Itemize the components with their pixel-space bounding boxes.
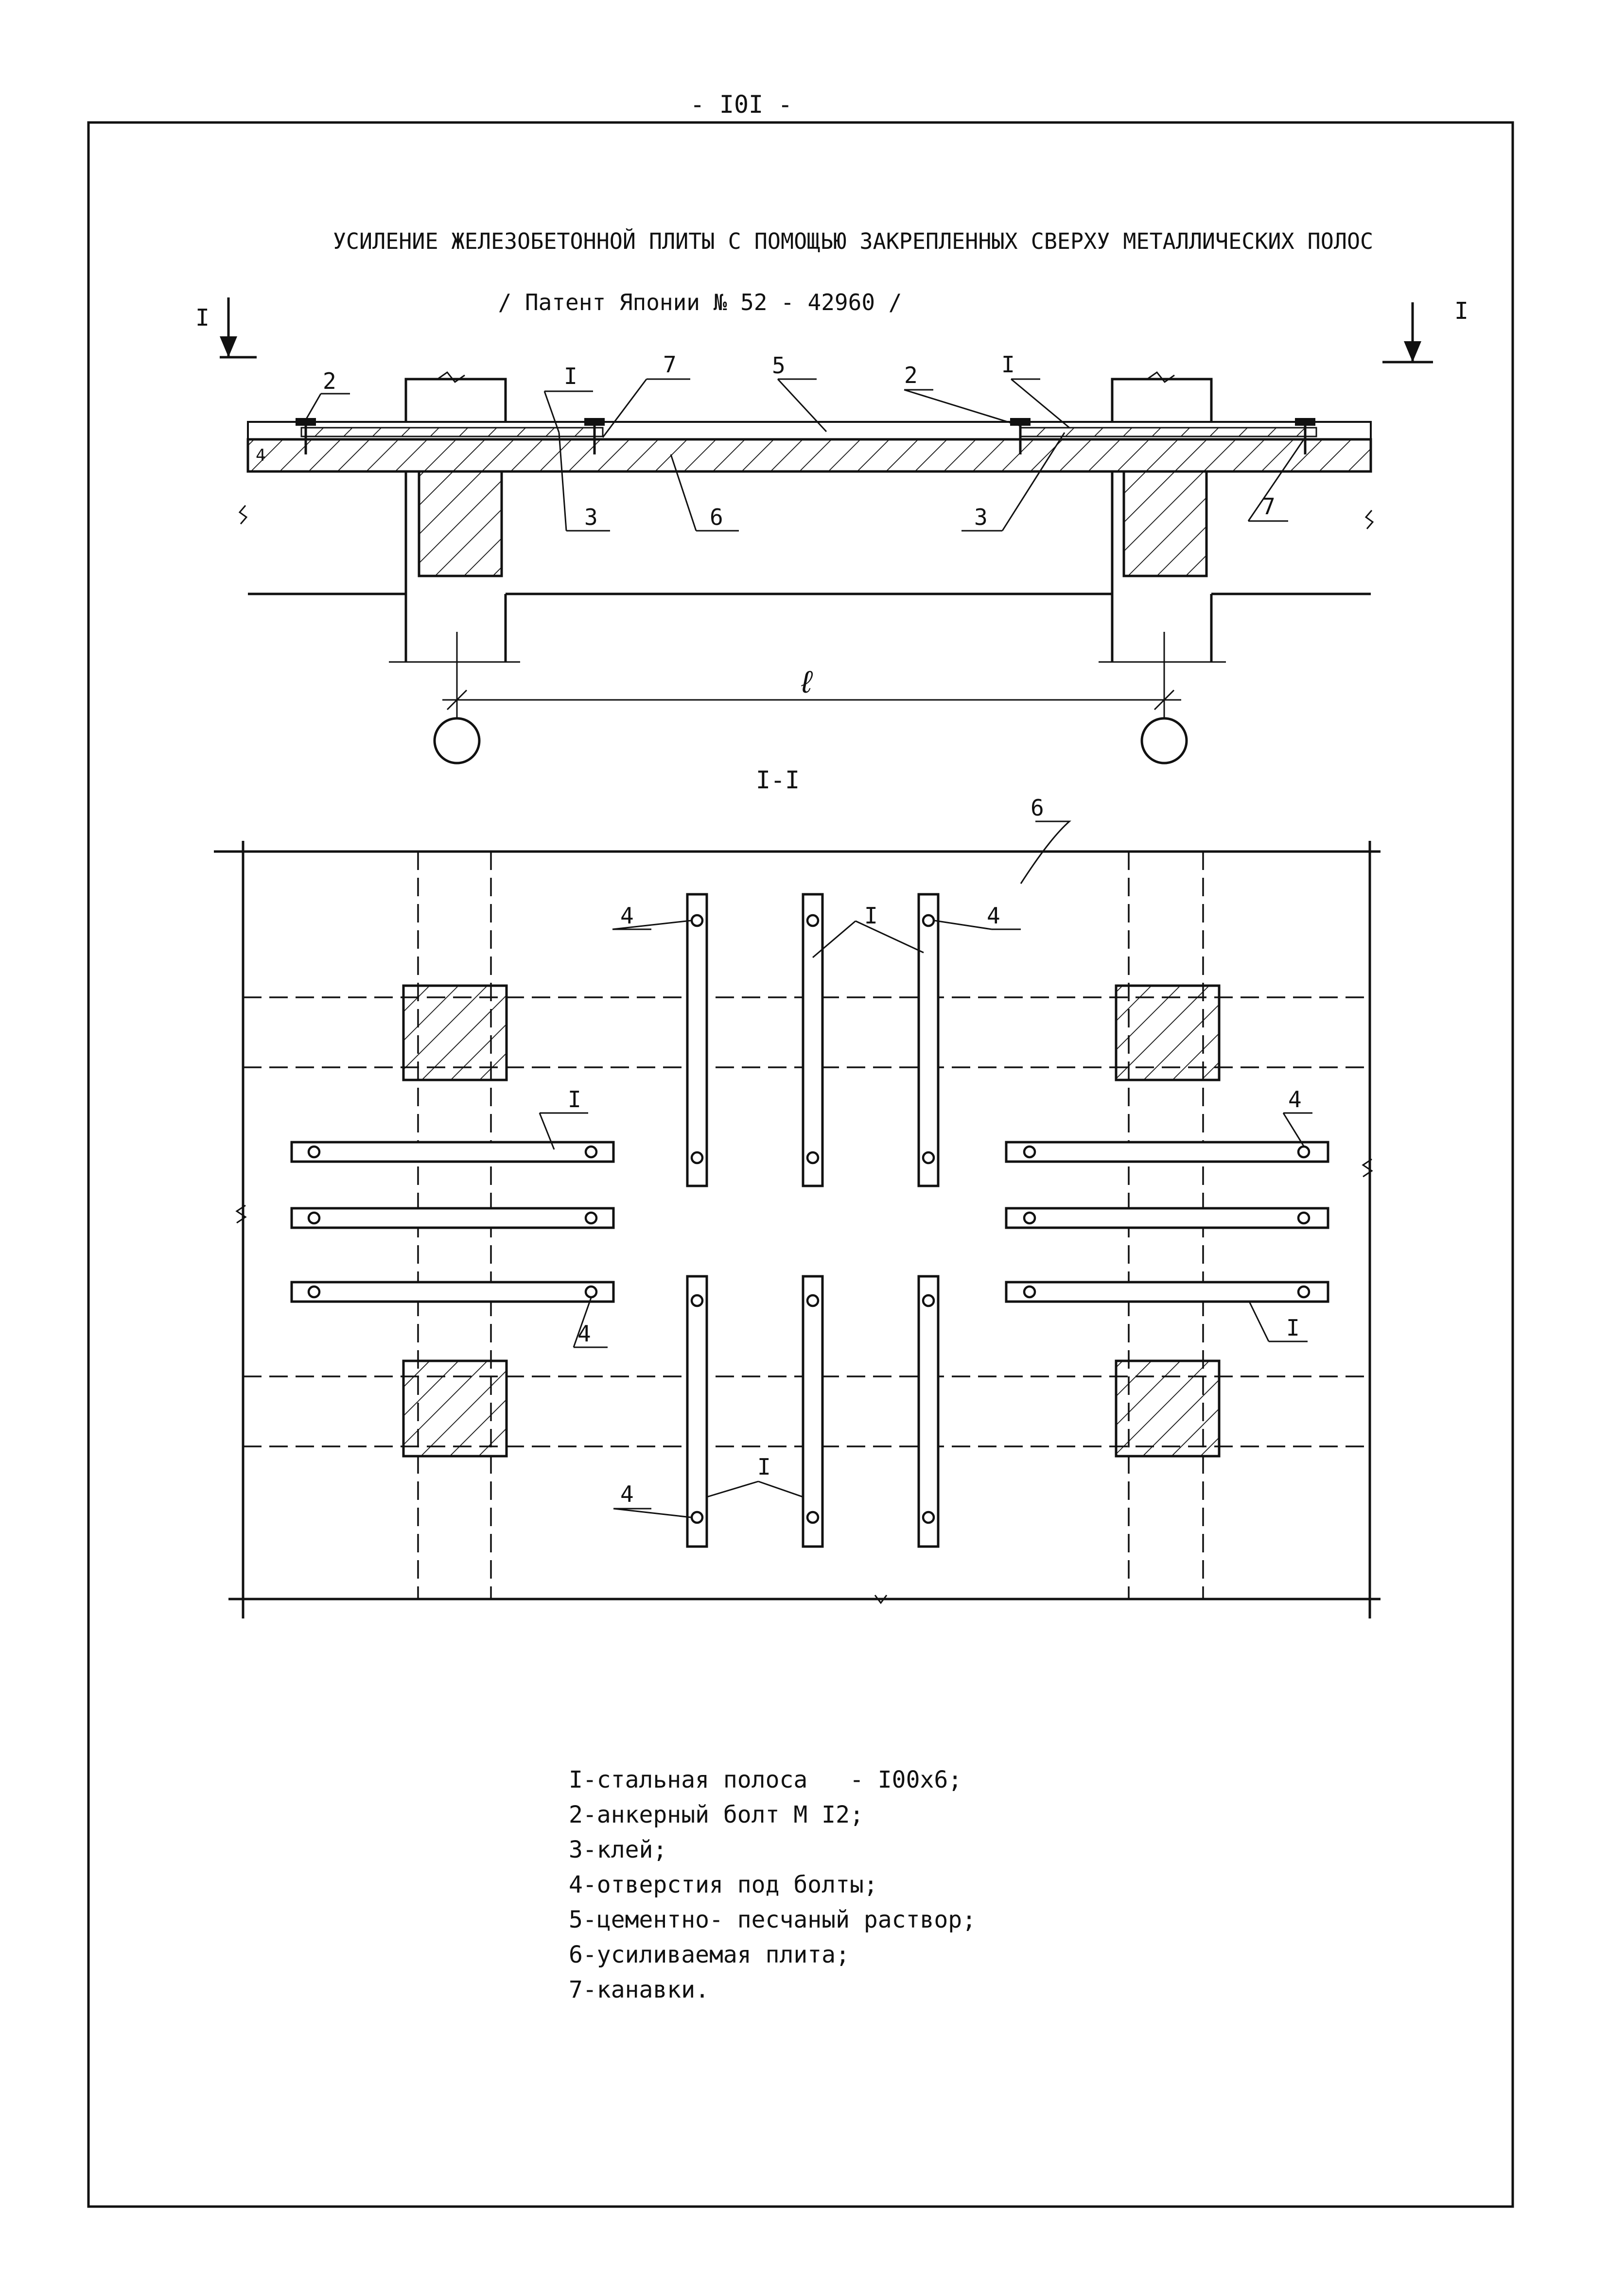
section-mark-left: I <box>195 297 257 359</box>
column-top-left <box>402 984 508 1081</box>
callout-slab: 6 <box>710 504 723 530</box>
column-bottom-right <box>1115 1359 1221 1458</box>
glue-layer-left <box>300 427 604 437</box>
legend-item-6: 6-усиливаемая плита; <box>569 1941 850 1968</box>
plan-callout-strip-bottom: I <box>757 1454 771 1480</box>
legend-item-5: 5-цементно- песчаный раствор; <box>569 1906 976 1933</box>
plan-callout-slab: 6 <box>1031 795 1044 821</box>
span-label: ℓ <box>797 664 816 700</box>
beam-rib-left <box>418 470 503 577</box>
callout-glue-right: 3 <box>974 504 988 530</box>
steel-strip-horizontal <box>290 1141 1329 1303</box>
plan-callout-hole-bottom: 4 <box>620 1481 634 1507</box>
cross-section: ℓ 2 I 7 5 2 I 3 6 3 7 4 <box>238 351 1374 765</box>
column-bottom-left <box>402 1359 508 1458</box>
callout-hole-small: 4 <box>256 446 265 465</box>
steel-strip-vertical <box>686 893 940 1548</box>
column-top-right <box>1115 984 1221 1081</box>
beam-rib-right <box>1122 470 1208 577</box>
svg-text:I: I <box>1454 297 1468 325</box>
callout-mortar: 5 <box>772 352 786 379</box>
legend-item-4: 4-отверстия под болты; <box>569 1871 878 1898</box>
plan-callout-hole-top-right: 4 <box>987 903 1000 929</box>
section-mark-right: I <box>1382 297 1468 364</box>
callout-groove-right: 7 <box>1262 493 1276 520</box>
drawing-title: УСИЛЕНИЕ ЖЕЛЕЗОБЕТОННОЙ ПЛИТЫ С ПОМОЩЬЮ … <box>333 228 1373 254</box>
legend: I-стальная полоса - I00x6; 2-анкерный бо… <box>569 1766 976 2003</box>
callout-bolt-right: 2 <box>904 362 918 388</box>
legend-item-3: 3-клей; <box>569 1836 667 1863</box>
bolt-hole <box>307 914 1311 1524</box>
plan-callout-hole-right: 4 <box>1288 1086 1302 1113</box>
page-number: - I0I - <box>690 90 793 119</box>
callout-strip-left: I <box>564 363 577 389</box>
grid-axis-bubble-right <box>1140 717 1188 765</box>
drawing-frame <box>87 121 1514 2208</box>
plan-callout-strip-right: I <box>1286 1315 1300 1341</box>
plan-callout-hole-left-bottom: 4 <box>577 1321 591 1347</box>
svg-text:I: I <box>195 304 210 331</box>
plan-callout-hole-top-left: 4 <box>620 903 634 929</box>
plan-view: 6 4 I 4 I 4 4 I 4 I <box>214 795 1381 1618</box>
plan-callout-strip-left: I <box>568 1086 581 1113</box>
glue-layer-right <box>1019 427 1317 437</box>
callout-glue-left: 3 <box>584 504 598 530</box>
section-view-title: I-I <box>756 766 800 794</box>
patent-subtitle: / Патент Японии № 52 - 42960 / <box>498 289 902 315</box>
callout-bolt-left: 2 <box>323 368 336 394</box>
callout-groove-top: 7 <box>663 351 677 378</box>
grid-axis-bubble-left <box>433 717 481 765</box>
callout-strip-right: I <box>1001 351 1015 378</box>
plan-callout-strip-top: I <box>864 903 878 929</box>
legend-item-7: 7-канавки. <box>569 1976 709 2003</box>
legend-item-1: I-стальная полоса - I00x6; <box>569 1766 962 1793</box>
slab-section <box>246 438 1372 473</box>
legend-item-2: 2-анкерный болт М I2; <box>569 1801 864 1828</box>
anchor-bolt <box>296 418 1315 454</box>
